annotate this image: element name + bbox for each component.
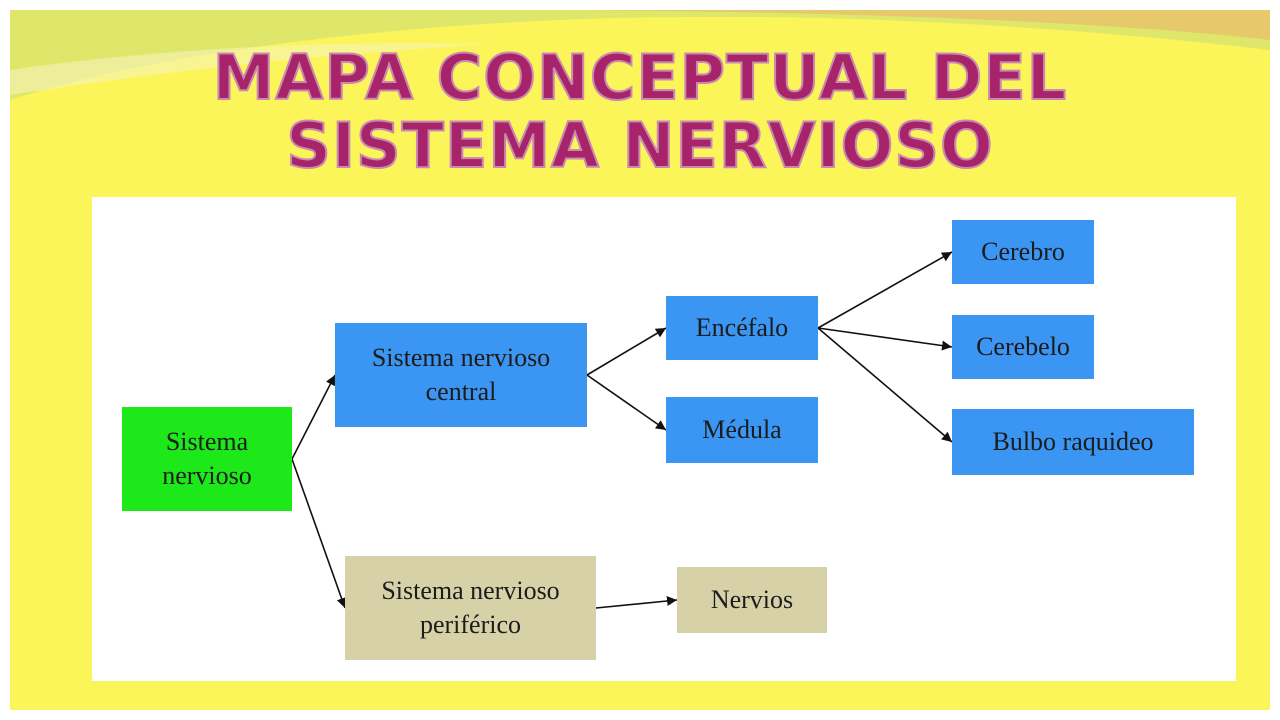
node-label: Nervios xyxy=(710,585,794,614)
node-label-line-2: central xyxy=(425,377,497,406)
wave-band-light xyxy=(10,43,490,95)
node-encefalo: Encéfalo xyxy=(666,296,818,360)
arrow-encefalo-to-cerebro xyxy=(817,251,953,329)
node-label: Cerebro xyxy=(981,237,1065,266)
node-cerebro: Cerebro xyxy=(952,220,1094,284)
node-label: Encéfalo xyxy=(695,313,789,342)
title-line-1: MAPA CONCEPTUAL DEL xyxy=(212,41,1068,114)
node-label-line-2: periférico xyxy=(419,610,522,639)
wave-band-green xyxy=(10,10,1270,100)
node-medula: Médula xyxy=(666,397,818,463)
node-sistema-nervioso: Sistema nervioso xyxy=(122,407,292,511)
title-line-2: SISTEMA NERVIOSO xyxy=(285,109,994,182)
node-label: Médula xyxy=(702,415,782,444)
node-cerebelo: Cerebelo xyxy=(952,315,1094,379)
node-label-line-2: nervioso xyxy=(162,461,252,490)
node-label: Bulbo raquideo xyxy=(992,427,1154,456)
node-sistema-nervioso-periferico: Sistema nervioso periférico xyxy=(345,556,596,660)
node-bulbo-raquideo: Bulbo raquideo xyxy=(952,409,1194,475)
concept-map-panel: Sistema nervioso Sistema nervioso centra… xyxy=(92,197,1236,681)
arrow-encefalo-to-bulbo xyxy=(817,327,953,443)
node-label-line-1: Sistema nervioso xyxy=(381,576,560,605)
arrow-periferico-to-nervios xyxy=(595,596,678,609)
node-nervios: Nervios xyxy=(677,567,827,633)
arrow-central-to-medula xyxy=(586,374,667,431)
node-label: Cerebelo xyxy=(976,332,1070,361)
node-label-line-1: Sistema xyxy=(165,427,249,456)
arrow-central-to-encefalo xyxy=(586,327,667,376)
node-label-line-1: Sistema nervioso xyxy=(371,343,551,372)
slide-background-waves xyxy=(10,10,1270,100)
arrow-encefalo-to-cerebelo xyxy=(817,327,953,351)
arrow-root-to-central xyxy=(291,374,336,460)
slide: MAPA CONCEPTUAL DEL SISTEMA NERVIOSO Sis… xyxy=(10,10,1270,710)
node-sistema-nervioso-central: Sistema nervioso central xyxy=(335,323,587,427)
page-title: MAPA CONCEPTUAL DEL SISTEMA NERVIOSO xyxy=(10,41,1270,182)
wave-band-orange xyxy=(570,10,1270,40)
arrow-root-to-periferico xyxy=(291,458,347,609)
concept-map-links xyxy=(291,251,953,609)
